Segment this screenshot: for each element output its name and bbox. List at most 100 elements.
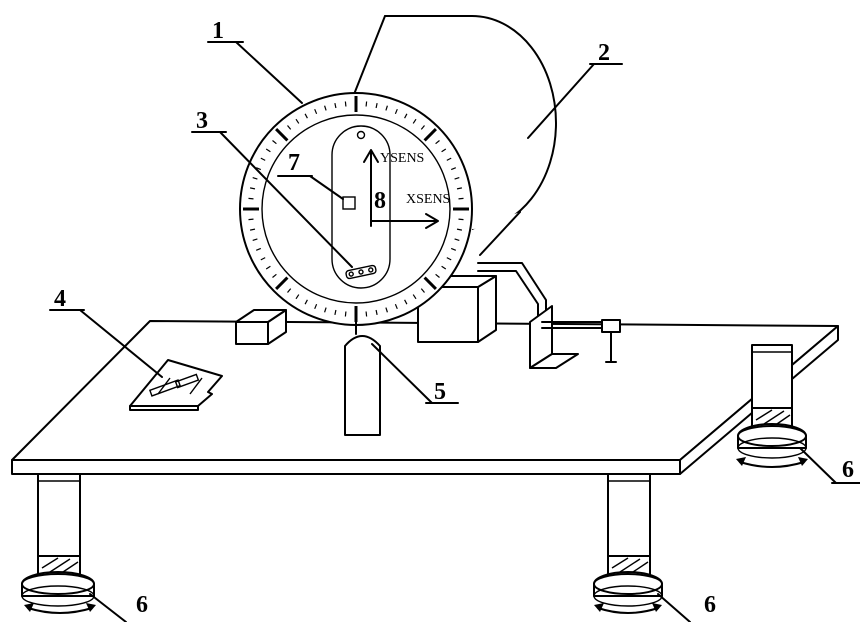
- sensor-element: [345, 264, 377, 280]
- dial-minor-tick: [344, 101, 347, 107]
- x-axis-label: XSENS: [406, 192, 450, 207]
- dial-minor-tick: [252, 177, 258, 180]
- dial-minor-tick: [420, 125, 425, 130]
- dial-major-tick: [275, 276, 289, 290]
- front-right-rotation-arrow: [594, 603, 662, 614]
- dial-minor-tick: [304, 299, 308, 305]
- dial-minor-tick: [272, 140, 277, 145]
- dial-minor-tick: [456, 187, 463, 190]
- callout-leader-6-front-right: [657, 593, 691, 622]
- dial-minor-tick: [252, 238, 258, 241]
- callout-leader-7: [277, 175, 344, 200]
- rotary-dial: [239, 92, 473, 326]
- dial-minor-tick: [456, 228, 463, 231]
- dial-minor-tick: [295, 294, 300, 300]
- dial-minor-tick: [375, 102, 378, 109]
- callout-leader-3: [191, 131, 353, 268]
- dial-scale-ticks: [243, 96, 469, 322]
- dial-minor-tick: [365, 311, 368, 317]
- support-pillar: [344, 315, 381, 436]
- dial-minor-tick: [412, 294, 417, 300]
- dial-minor-tick: [446, 157, 452, 161]
- dial-minor-tick: [394, 108, 398, 115]
- sensor-y-axis: [363, 149, 379, 227]
- callout-leader-2: [527, 63, 623, 139]
- callout-6-back-right: 6: [842, 457, 854, 483]
- dial-minor-tick: [249, 187, 256, 190]
- callout-1: 1: [212, 18, 224, 44]
- leveling-block: [235, 309, 287, 345]
- dial-minor-tick: [435, 273, 440, 278]
- dial-minor-tick: [248, 197, 254, 200]
- dial-minor-tick: [458, 218, 464, 221]
- dial-minor-tick: [255, 247, 262, 251]
- back-right-rotation-arrow: [736, 457, 808, 468]
- measurement-bracket: [529, 305, 621, 369]
- dial-minor-tick: [304, 113, 308, 119]
- dial-minor-tick: [454, 177, 460, 180]
- dial-minor-tick: [394, 303, 398, 310]
- sensor-square: [342, 196, 356, 210]
- dial-minor-tick: [287, 125, 292, 130]
- dial-minor-tick: [412, 118, 417, 124]
- front-right-leg: [593, 473, 663, 607]
- dial-minor-tick: [441, 265, 447, 270]
- dial-minor-tick: [260, 157, 266, 161]
- dial-minor-tick: [260, 257, 266, 261]
- dial-minor-tick: [404, 113, 408, 119]
- template-plate: [129, 359, 223, 411]
- dial-minor-tick: [295, 118, 300, 124]
- dial-minor-tick: [375, 309, 378, 316]
- dial-minor-tick: [420, 288, 425, 293]
- callout-3: 3: [196, 108, 208, 134]
- callout-5: 5: [434, 379, 446, 405]
- callout-8: 8: [374, 188, 386, 214]
- dial-minor-tick: [265, 148, 271, 153]
- callout-leader-6-front-left: [89, 593, 127, 622]
- callout-4: 4: [54, 286, 66, 312]
- sensor-slot: [331, 125, 391, 289]
- dial-minor-tick: [385, 307, 388, 313]
- callout-leader-1: [207, 41, 303, 104]
- dial-minor-tick: [450, 167, 457, 171]
- dial-minor-tick: [314, 303, 318, 310]
- dial-minor-tick: [334, 102, 337, 109]
- dial-minor-tick: [404, 299, 408, 305]
- dial-minor-tick: [441, 148, 447, 153]
- callout-2: 2: [598, 40, 610, 66]
- callout-7: 7: [288, 150, 300, 176]
- dial-minor-tick: [385, 105, 388, 111]
- back-right-leg: [737, 344, 807, 459]
- dial-minor-tick: [365, 101, 368, 107]
- dial-minor-tick: [344, 311, 347, 317]
- sensor-x-axis: [370, 213, 439, 229]
- dial-minor-tick: [334, 309, 337, 316]
- dial-minor-tick: [454, 238, 460, 241]
- dial-minor-tick: [450, 247, 457, 251]
- dial-minor-tick: [272, 273, 277, 278]
- dial-minor-tick: [255, 167, 262, 171]
- dial-minor-tick: [249, 228, 256, 231]
- dial-major-tick: [275, 128, 289, 142]
- front-left-leg: [21, 473, 95, 607]
- dial-minor-tick: [287, 288, 292, 293]
- callout-leader-4: [49, 309, 163, 378]
- callout-6-front-right: 6: [704, 592, 716, 618]
- dial-minor-tick: [435, 140, 440, 145]
- dial-minor-tick: [314, 108, 318, 115]
- dial-minor-tick: [324, 307, 327, 313]
- front-left-rotation-arrow: [24, 603, 96, 614]
- callout-leader-5: [371, 343, 459, 404]
- dial-minor-tick: [265, 265, 271, 270]
- dial-minor-tick: [446, 257, 452, 261]
- dial-minor-tick: [248, 218, 254, 221]
- callout-leader-6-back-right: [799, 447, 860, 484]
- y-axis-label: YSENS: [380, 151, 424, 166]
- dial-major-tick: [423, 128, 437, 142]
- dial-minor-tick: [458, 197, 464, 200]
- dial-minor-tick: [324, 105, 327, 111]
- callout-6-front-left: 6: [136, 592, 148, 618]
- dial-major-tick: [423, 276, 437, 290]
